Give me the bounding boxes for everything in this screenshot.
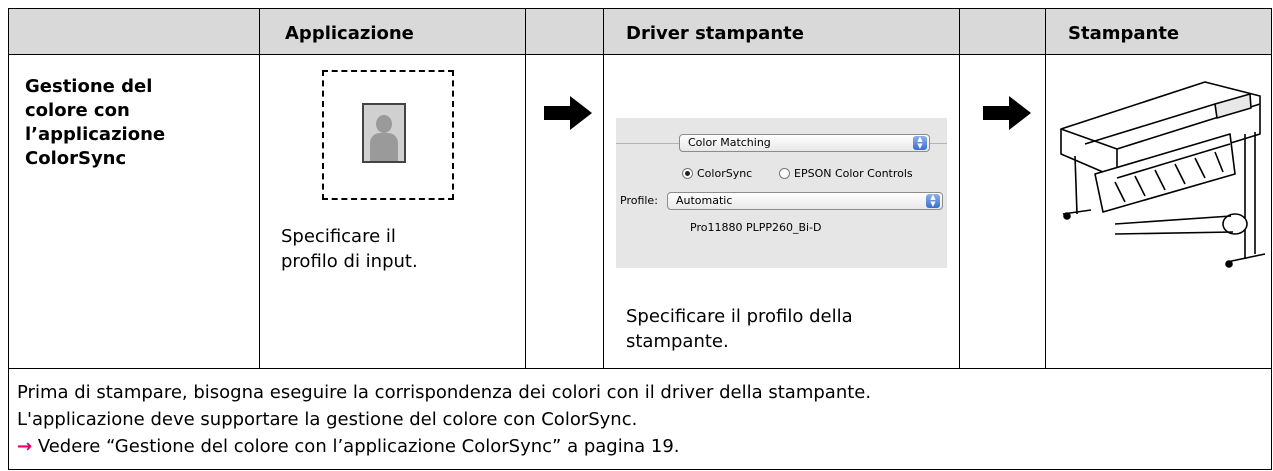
col-divider-3 (603, 9, 604, 368)
input-profile-frame (322, 70, 454, 200)
large-format-printer-icon (1060, 81, 1266, 268)
col-divider-1 (259, 9, 260, 368)
application-caption-line: Specificare il (281, 226, 396, 247)
row-label-line: ColorSync (25, 148, 127, 169)
section-popup[interactable]: Color Matching ▲▼ (679, 134, 930, 152)
header-driver-label: Driver stampante (626, 23, 804, 44)
cross-reference-text: Vedere “Gestione del colore con l’applic… (32, 436, 680, 457)
application-caption: Specificare il profilo di input. (281, 224, 418, 274)
arrow-right-icon (544, 96, 592, 130)
row-label-line: l’applicazione (25, 124, 166, 145)
radio-epson-color-controls[interactable]: EPSON Color Controls (779, 167, 913, 180)
profile-popup-value: Automatic (676, 194, 733, 207)
header-cell-arrow-1 (526, 9, 604, 54)
header-divider (9, 54, 1271, 55)
section-popup-value: Color Matching (688, 136, 771, 149)
header-cell-printer: Stampante (1046, 9, 1271, 54)
radio-colorsync-label: ColorSync (697, 167, 753, 180)
arrow-right-icon (983, 96, 1031, 130)
col-divider-4 (959, 9, 960, 368)
row-label: Gestione del colore con l’applicazione C… (25, 75, 215, 171)
driver-caption: Specificare il profilo della stampante. (626, 304, 853, 354)
radio-colorsync-dot (682, 168, 693, 179)
footer-note-line-2: L'applicazione deve supportare la gestio… (17, 409, 638, 430)
header-cell-arrow-2 (960, 9, 1046, 54)
header-cell-blank (9, 9, 260, 54)
color-matching-dialog: Color Matching ▲▼ ColorSync EPSON Color … (616, 118, 947, 268)
document-portrait-icon (362, 103, 406, 163)
workflow-table: Applicazione Driver stampante Stampante (8, 8, 1272, 470)
application-caption-line: profilo di input. (281, 251, 418, 272)
footer-cross-reference[interactable]: → Vedere “Gestione del colore con l’appl… (17, 436, 680, 458)
cross-reference-arrow-icon: → (17, 436, 33, 457)
driver-caption-line: Specificare il profilo della (626, 306, 853, 327)
footer-divider (9, 368, 1271, 369)
header-cell-driver: Driver stampante (604, 9, 960, 54)
radio-colorsync[interactable]: ColorSync (682, 167, 752, 180)
row-label-line: Gestione del (25, 76, 153, 97)
header-printer-label: Stampante (1068, 23, 1180, 44)
header-cell-application: Applicazione (260, 9, 526, 54)
footer-note-line-1: Prima di stampare, bisogna eseguire la c… (17, 382, 872, 403)
profile-label: Profile: (620, 194, 658, 207)
col-divider-5 (1045, 9, 1046, 368)
radio-epson-label: EPSON Color Controls (794, 167, 913, 180)
col-divider-2 (525, 9, 526, 368)
popup-stepper-icon: ▲▼ (926, 194, 940, 208)
profile-popup[interactable]: Automatic ▲▼ (667, 192, 943, 210)
radio-epson-dot (779, 168, 790, 179)
profile-name: Pro11880 PLPP260_Bi-D (690, 221, 822, 234)
row-label-line: colore con (25, 100, 130, 121)
header-application-label: Applicazione (285, 23, 414, 44)
popup-stepper-icon: ▲▼ (913, 136, 927, 150)
driver-caption-line: stampante. (626, 331, 729, 352)
